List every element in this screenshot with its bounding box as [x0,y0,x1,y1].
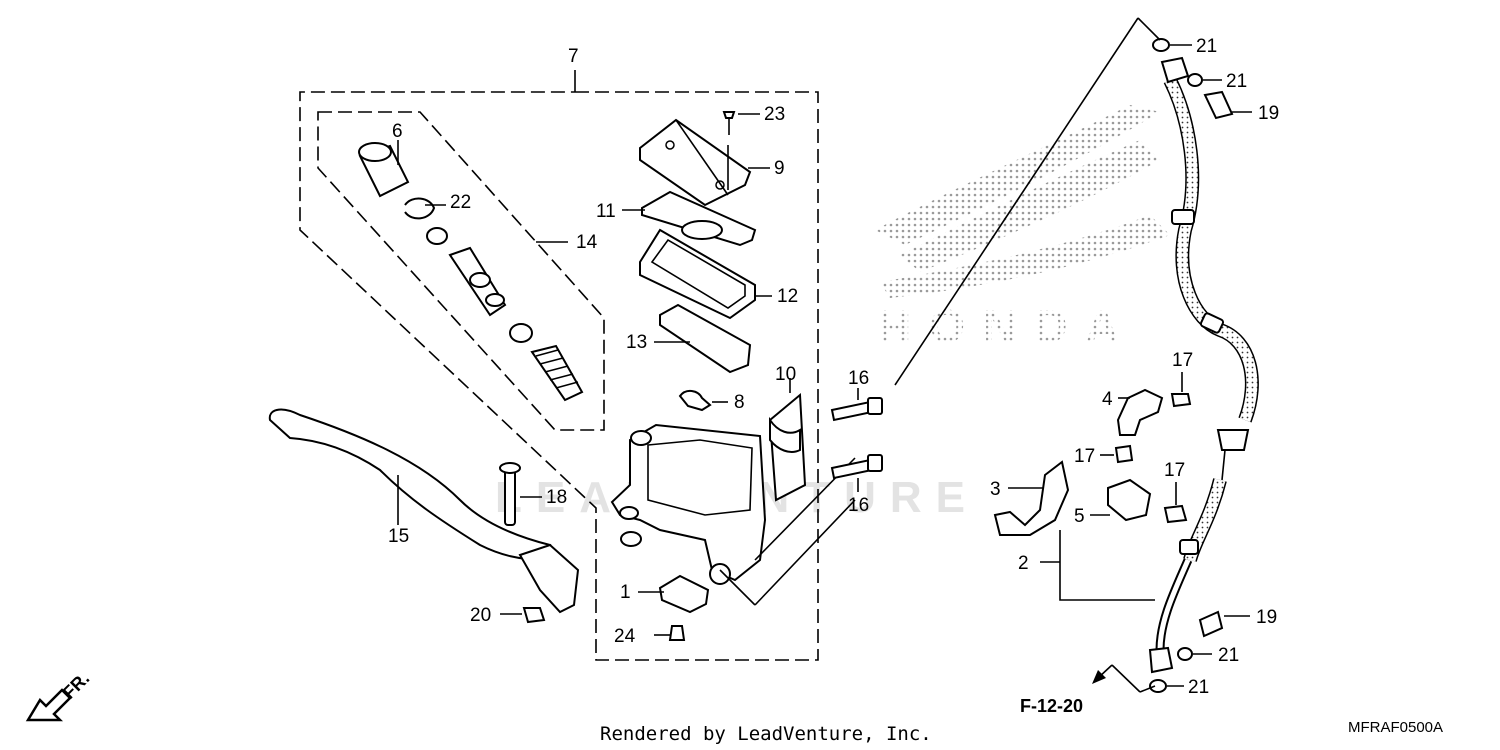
callout-11: 11 [596,201,616,222]
callout-3: 3 [990,479,1001,500]
callout-18: 18 [546,487,567,508]
callout-16b: 16 [848,495,869,516]
callout-12: 12 [777,286,798,307]
brake-lever: 15 18 20 [268,408,580,626]
stop-switch: 1 24 [614,574,710,647]
diagram-code: MFRAF0500A [1348,719,1443,736]
banjo-hardware: 21 21 19 19 21 21 [1149,36,1279,698]
callout-16a: 16 [848,368,869,389]
callout-14: 14 [576,232,598,253]
assembly-box-14: 14 [317,111,605,431]
callout-20: 20 [470,605,491,626]
callout-17a: 17 [1172,350,1193,371]
callout-19a: 19 [1258,103,1279,124]
callout-21a: 21 [1196,36,1217,57]
piston-kit: 6 22 [358,121,584,402]
callout-19b: 19 [1256,607,1277,628]
callout-8: 8 [734,392,745,413]
callout-17b: 17 [1074,446,1095,467]
honda-wing-logo: HONDA [875,105,1170,352]
holder-10: 10 [768,364,807,502]
front-direction-arrow: FR. [25,668,93,722]
callout-9: 9 [774,158,785,179]
callout-7: 7 [568,46,579,67]
callout-13: 13 [626,332,647,353]
callout-21b: 21 [1226,71,1247,92]
brackets: 4 17 17 3 5 17 2 [990,350,1193,601]
callout-15: 15 [388,526,409,547]
callout-24: 24 [614,626,636,647]
bolts-16: 16 16 [830,368,883,516]
reservoir-parts: 23 9 11 12 13 [596,104,798,374]
footer-credit: Rendered by LeadVenture, Inc. [600,723,932,745]
reference-f-12-20: F-12-20 [1020,696,1083,716]
callout-17c: 17 [1164,460,1185,481]
assembly-box-7: 7 [299,46,819,661]
brake-hose [1148,56,1259,674]
callout-23: 23 [764,104,785,125]
callout-2: 2 [1018,553,1029,574]
callout-1: 1 [620,582,631,603]
honda-watermark-text: HONDA [878,300,1137,352]
callout-6: 6 [392,121,403,142]
callout-21d: 21 [1188,677,1209,698]
callout-22: 22 [450,192,471,213]
clip-8: 8 [678,390,745,413]
callout-21c: 21 [1218,645,1239,666]
callout-4: 4 [1102,389,1113,410]
callout-5: 5 [1074,506,1085,527]
callout-10: 10 [775,364,796,385]
